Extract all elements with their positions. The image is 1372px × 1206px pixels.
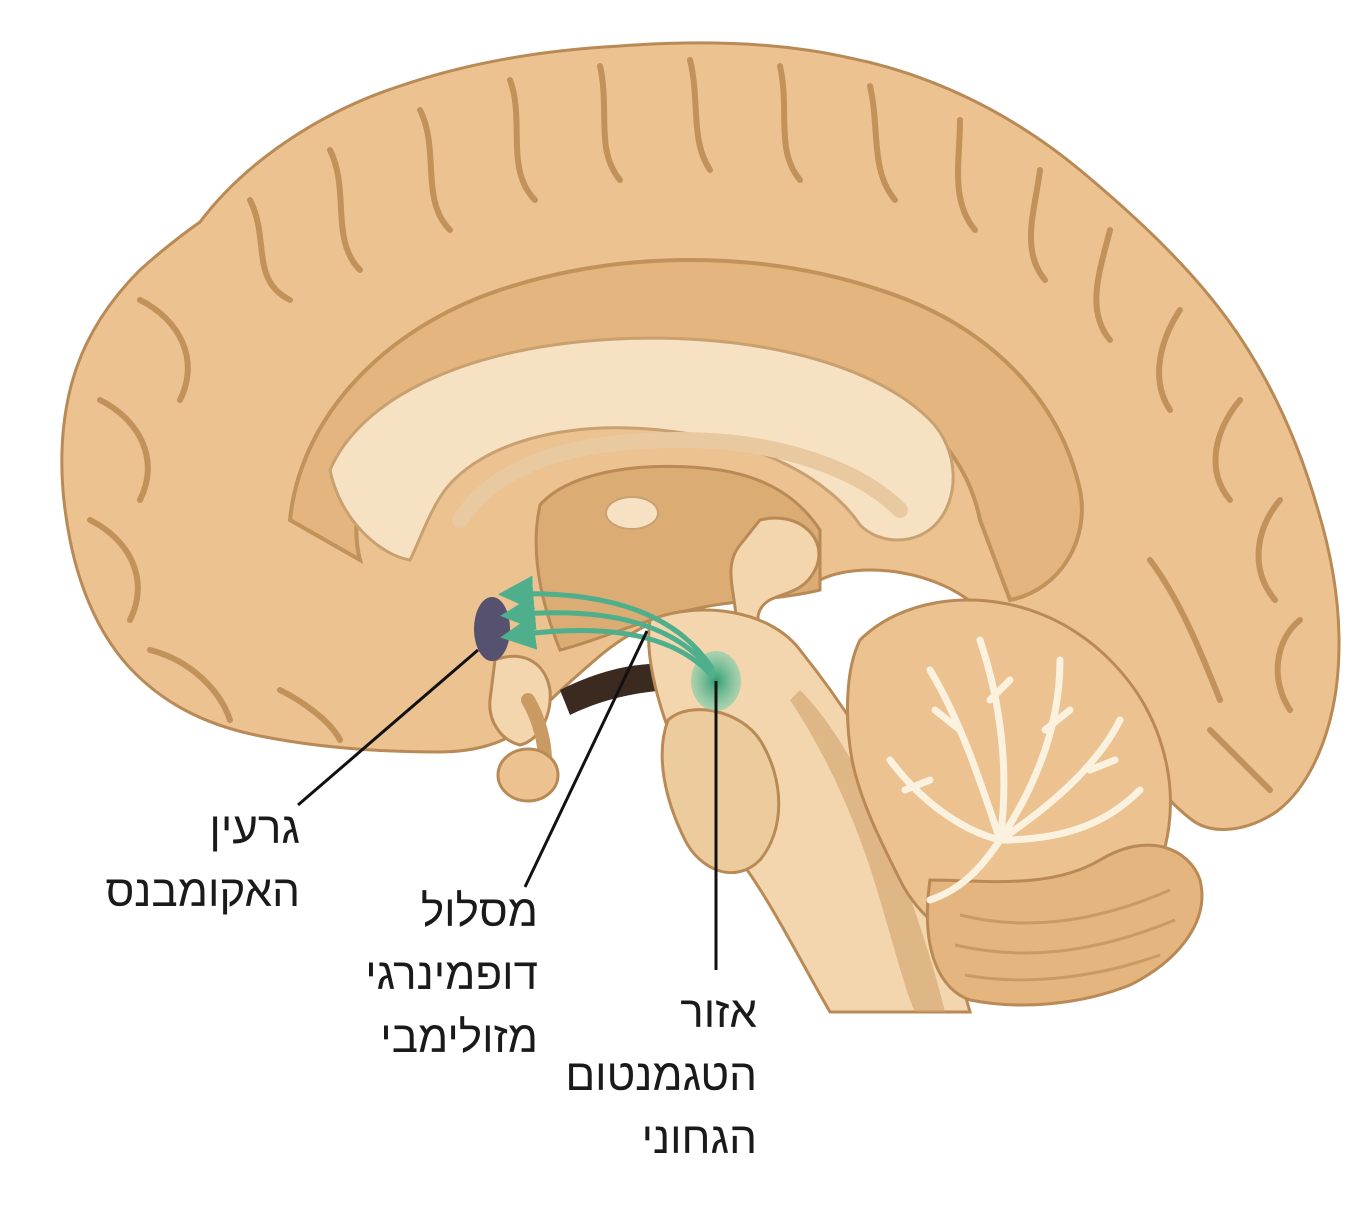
label-mesolimbic-pathway-line3: מזולימבי bbox=[380, 1013, 538, 1062]
arbor-vitae bbox=[886, 636, 1144, 904]
leader-lines bbox=[297, 630, 718, 970]
label-vta-line1: אזור bbox=[680, 988, 757, 1037]
label-nucleus-accumbens-line1: גרעין bbox=[209, 804, 300, 853]
label-vta-line2: הטגמנטום bbox=[565, 1051, 757, 1100]
cerebellum-folia bbox=[954, 888, 1176, 982]
interthalamic-adhesion bbox=[605, 496, 659, 530]
leader-line-accumbens bbox=[297, 648, 479, 807]
label-nucleus-accumbens: גרעין האקומבנס bbox=[105, 797, 300, 923]
corpus-callosum bbox=[328, 336, 955, 562]
pons bbox=[660, 708, 781, 875]
label-ventral-tegmental-area: אזור הטגמנטום הגחוני bbox=[565, 981, 757, 1170]
fornix bbox=[452, 431, 908, 528]
label-mesolimbic-pathway-line2: דופמינרגי bbox=[365, 950, 538, 999]
nucleus-accumbens bbox=[474, 597, 510, 661]
brainstem-shadow bbox=[790, 690, 945, 1012]
label-mesolimbic-pathway: מסלול דופמינרגי מזולימבי bbox=[365, 880, 538, 1069]
pituitary-gland bbox=[496, 747, 560, 803]
label-mesolimbic-pathway-line1: מסלול bbox=[420, 887, 538, 936]
leader-line-pathway bbox=[523, 630, 649, 888]
label-nucleus-accumbens-line2: האקומבנס bbox=[105, 867, 300, 916]
mesolimbic-pathway-arrows bbox=[498, 575, 715, 679]
label-vta-line3: הגחוני bbox=[641, 1114, 757, 1163]
cortical-gyri bbox=[87, 57, 1303, 793]
